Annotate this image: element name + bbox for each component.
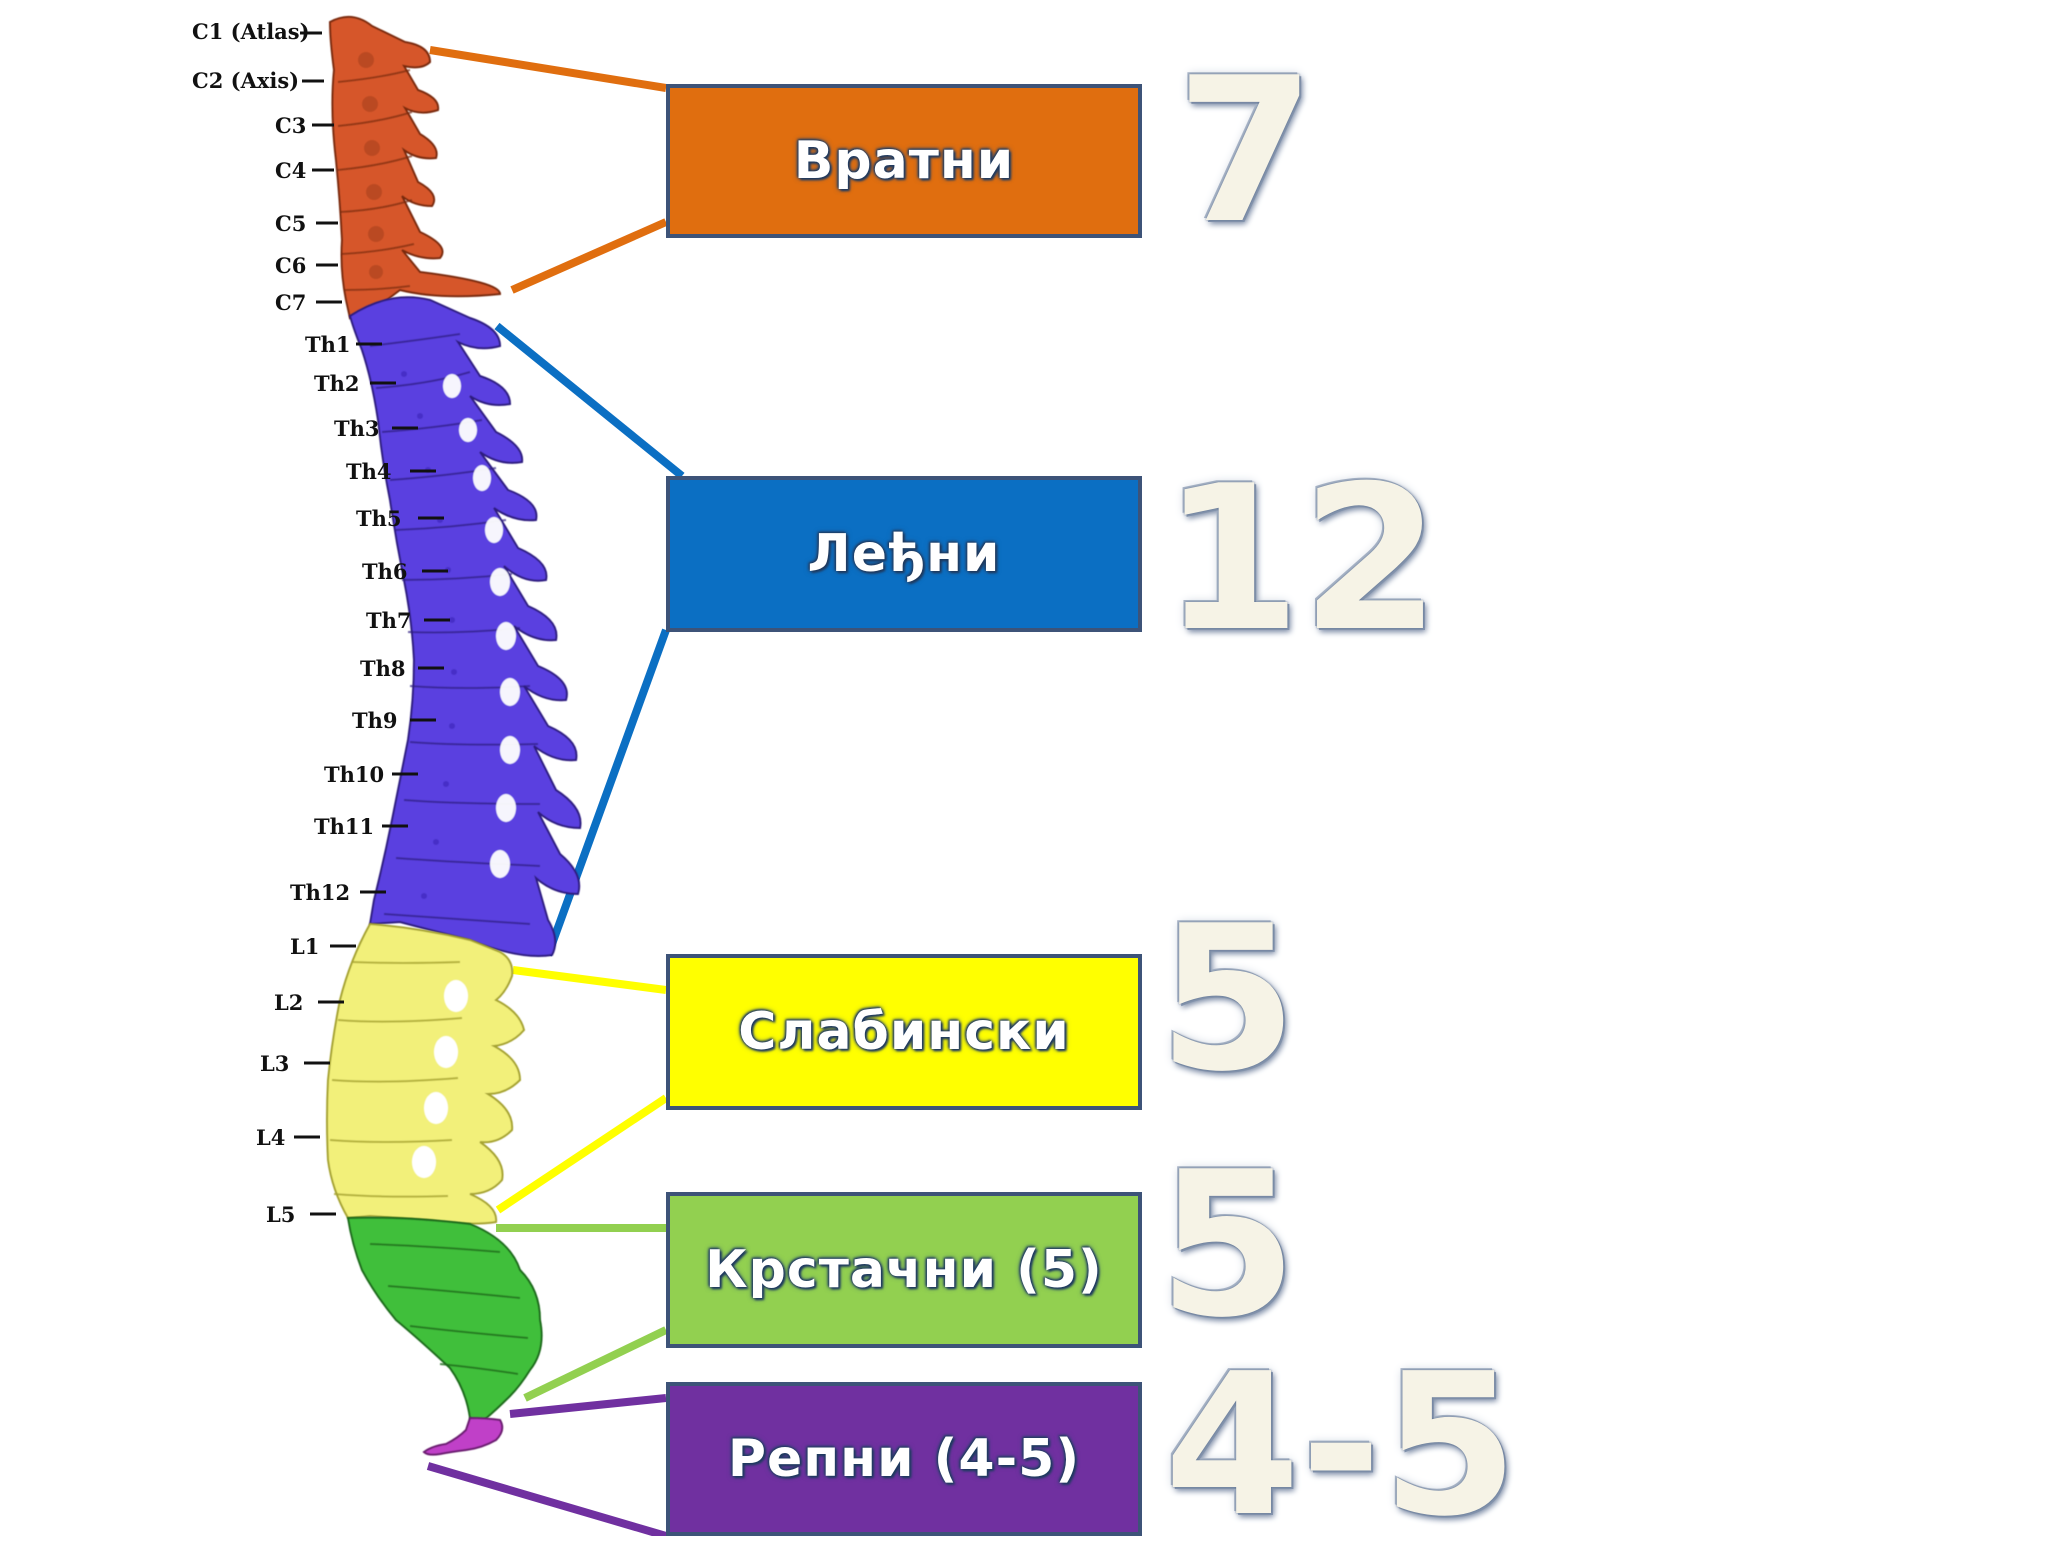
thoracic-vertebrae <box>348 296 582 957</box>
connector-coccygeal-bottom <box>426 1462 668 1536</box>
label-l5: L5 <box>266 1202 296 1227</box>
label-c2: C2 (Axis) <box>192 68 300 93</box>
label-l4: L4 <box>256 1125 286 1150</box>
label-th8: Th8 <box>360 656 406 681</box>
count-thoracic: 12 <box>1162 443 1441 676</box>
sacrum <box>346 1216 543 1426</box>
count-cervical: 7 <box>1176 35 1316 268</box>
label-c5: C5 <box>275 211 307 236</box>
label-c1: C1 (Atlas) <box>192 19 310 44</box>
label-th12: Th12 <box>290 880 351 905</box>
connector-lines <box>426 46 685 1536</box>
coccyx <box>422 1416 504 1456</box>
region-label-sacral: Крстачни (5) <box>705 1240 1103 1300</box>
region-box-lumbar: Слабински <box>666 954 1142 1110</box>
region-label-coccygeal: Репни (4-5) <box>727 1429 1081 1489</box>
label-l2: L2 <box>274 990 304 1015</box>
label-c6: C6 <box>275 253 307 278</box>
region-label-cervical: Вратни <box>793 131 1015 191</box>
connector-cervical-bottom <box>510 218 668 294</box>
region-box-cervical: Вратни <box>666 84 1142 238</box>
label-l1: L1 <box>290 934 320 959</box>
label-c3: C3 <box>275 113 307 138</box>
label-l3: L3 <box>260 1051 290 1076</box>
region-box-coccygeal: Репни (4-5) <box>666 1382 1142 1536</box>
label-th2: Th2 <box>314 371 360 396</box>
label-th10: Th10 <box>324 762 385 787</box>
label-c4: C4 <box>275 158 307 183</box>
connector-lumbar-top <box>512 966 667 994</box>
label-th6: Th6 <box>362 559 408 584</box>
label-th11: Th11 <box>314 814 375 839</box>
region-box-thoracic: Леђни <box>666 476 1142 632</box>
count-coccygeal: 4-5 <box>1164 1332 1519 1560</box>
count-lumbar: 5 <box>1158 883 1298 1116</box>
vertebra-ticks <box>294 31 450 1216</box>
cervical-vertebrae <box>328 15 502 320</box>
region-label-lumbar: Слабински <box>738 1002 1070 1062</box>
label-th3: Th3 <box>334 416 380 441</box>
region-box-sacral: Крстачни (5) <box>666 1192 1142 1348</box>
region-label-thoracic: Леђни <box>807 524 1001 584</box>
count-sacral: 5 <box>1158 1129 1298 1362</box>
connector-coccygeal-top <box>509 1394 667 1418</box>
connector-cervical-top <box>429 46 667 92</box>
lumbar-vertebrae <box>326 922 526 1225</box>
label-c7: C7 <box>275 290 307 315</box>
label-th5: Th5 <box>356 506 402 531</box>
label-th7: Th7 <box>366 608 412 633</box>
label-th1: Th1 <box>305 332 351 357</box>
connector-thoracic-bottom <box>544 628 670 957</box>
connector-lumbar-bottom <box>495 1094 669 1214</box>
label-th9: Th9 <box>352 708 398 733</box>
label-th4: Th4 <box>346 459 392 484</box>
connector-sacral-bottom <box>523 1326 668 1402</box>
connector-thoracic-top <box>494 322 685 480</box>
